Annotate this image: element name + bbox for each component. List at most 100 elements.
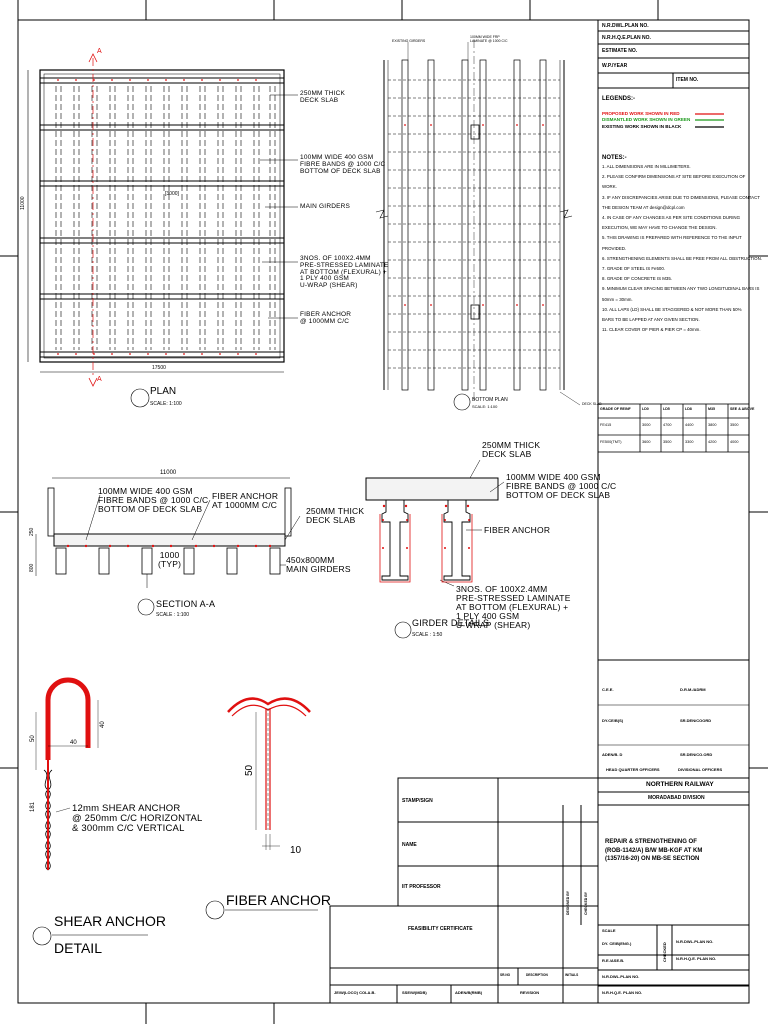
shear-dim-40-horizontal: 40 [70,740,77,746]
org-railway: NORTHERN RAILWAY [646,781,714,788]
legend-dismantled: DISMANTLED WORK SHOWN IN GREEN [602,117,691,122]
grade-table-header: SEE & ABOVE [730,407,755,411]
bottom-plan-scale: SCALE: 1:100 [472,404,498,409]
note-line: 7. GRADE OF STEEL IS Fe500. [602,266,666,271]
sig-row2-right: SR.DEN/COORD [680,718,712,723]
shear-anchor-title: SHEAR ANCHOR [54,913,167,929]
plan-section-mark-bottom: A [97,376,102,383]
section-callout-main-girders: 450x800MM MAIN GIRDERS [286,555,351,574]
note-line: 1. ALL DIMENSIONS ARE IN MILLIMETERS. [602,164,691,169]
revision-label: REVISION [520,990,540,995]
notes-heading: NOTES:- [602,155,627,161]
revision-header-srno: SR.NO [500,973,511,977]
shear-dim-40-vertical: 40 [100,721,106,728]
grade-table-cell: 4400 [685,423,694,427]
fiber-anchor-drawing [227,697,311,850]
grade-table-cell: 4700 [663,423,672,427]
note-line: 11. CLEAR COVER OF PIER & PIER CP = 40mm… [602,327,701,333]
sig-caption-hq: HEAD QUARTER OFFICERS [606,767,660,772]
feasibility-certificate: FEASIBILITY CERTIFICATE [408,926,473,932]
footer-hqe-plan-no: N.R.H.Q.E. PLAN NO. [602,990,643,995]
plan-title: PLAN [150,386,177,397]
plan-section-mark-top: A [97,48,102,55]
section-top-dim: 11000 [160,470,177,476]
note-line: 9. MINIMUM CLEAR SPACING BETWEEN ANY TWO… [602,286,760,292]
note-line: 50mm = 30mm. [602,296,633,302]
note-line: EXECUTION, WE MAY HAVE TO CHANGE THE DES… [602,225,717,231]
bottom-row-re: R.E./ASE.B. [602,958,625,963]
revision-header-initials: INITIALS [565,973,579,977]
grade-table-cell: 4000 [730,440,739,444]
sig-row1-right: D.R.M./ADRM [680,687,706,692]
grade-table-header: LD8 [685,407,692,411]
girder-callout-fiber-anchor: FIBER ANCHOR [484,525,551,535]
stamp-iit-label: IIT PROFESSOR [402,884,441,890]
note-line: BARS TO BE LAPPED AT ANY GIVEN SECTION. [602,317,700,322]
note-line: 2. PLEASE CONFIRM DIMENSIONS AT SITE BEF… [602,174,746,180]
sig-row3-right: SR.DEN/CO.ORD [680,752,713,757]
bottom-plan-frp-label: 100MM WIDE FRP LAMINATE @ 1000 C/C [470,35,508,43]
note-line: 10. ALL LAPS (LD) SHALL BE STAGGERED & N… [602,306,742,312]
grade-table-cell: 3000 [642,423,651,427]
plan-scale: SCALE: 1:100 [150,401,182,407]
plan-center-label: [3000] [165,191,179,197]
note-line: 4. IN CASE OF ANY CHANGES AS PER SITE CO… [602,215,741,220]
section-dim-250: 250 [29,527,35,536]
org-division: MORADABAD DIVISION [648,795,705,801]
bottom-row-dyce: DY. CE/B(ENG.) [602,941,632,946]
plan-callout-main-girders: MAIN GIRDERS [300,203,351,210]
stamp-name-label: NAME [402,842,417,848]
note-line: WORK. [602,184,617,190]
plan-callout-fibre-bands: 100MM WIDE 400 GSM FIBRE BANDS @ 1000 C/… [300,154,386,175]
section-callout-spacing: 1000 (TYP) [158,550,182,569]
footer-cell-sse: SSE/W(MDB) [402,990,427,995]
note-line: 3. IF ANY DISCREPANCIES ARISE DUE TO DIM… [602,194,760,200]
grade-table-cell: FE415 [600,423,612,427]
plan-view [27,53,298,387]
girder-details-scale: SCALE : 1:50 [412,632,443,638]
girder-callout-fibre-bands: 100MM WIDE 400 GSM FIBRE BANDS @ 1000 C/… [506,472,617,500]
plan-width-dim: 17500 [152,365,166,371]
section-title: SECTION A-A [156,599,216,609]
shear-anchor-title-detail: DETAIL [54,940,102,956]
footer-cell-je: JE/W(LOCO) COLA.B. [334,990,376,995]
plan-callout-fiber-anchor: FIBER ANCHOR @ 1000MM C/C [300,311,352,325]
grade-table-cell: 3300 [685,440,694,444]
bottom-plan-title: BOTTOM PLAN [472,397,508,403]
girder-details-title: GIRDER DETAILS [412,618,490,628]
sig-row1-left: C.E.E. [602,687,614,692]
grade-table-header: M35 [708,407,715,411]
section-aa-view [35,477,301,588]
section-dim-800: 800 [29,563,35,572]
note-line: PROVIDED. [602,245,627,251]
org-dwl-plan-no: N.R.DWL.PLAN NO. [676,939,714,944]
note-line: 8. GRADE OF CONCRETE IS M35. [602,276,673,282]
legend-heading: LEGENDS:- [602,96,635,102]
title-estimate-no: ESTIMATE NO. [602,48,638,54]
sig-row3-left: ADEN/B. D [602,752,623,757]
shear-anchor-drawing [35,677,99,871]
bottom-plan-view [375,40,581,406]
title-dwl-plan-no: N.R.DWL.PLAN NO. [602,23,649,29]
note-line: 5. THIS DRAWING IS PREPARED WITH REFEREN… [602,235,742,241]
girder-callout-deck-slab: 250MM THICK DECK SLAB [482,440,541,459]
checked-label: CHECKED [662,942,667,962]
shear-dim-181: 181 [30,801,36,812]
section-callout-deck-slab: 250MM THICK DECK SLAB [306,506,365,525]
fiber-anchor-dim-10: 10 [290,845,302,856]
grade-table-header: LD5 [663,407,670,411]
grade-table-cell: FE500(TMT) [600,440,622,444]
scale-label: SCALE [602,928,616,933]
fiber-anchor-dim-50: 50 [244,764,255,776]
section-scale: SCALE : 1:100 [156,612,190,618]
footer-cell-aden: ADEN/B(RMB) [455,990,483,995]
grade-table-header: GRADE OF REINF [600,407,631,411]
shear-dim-50: 50 [30,735,36,742]
title-wp-year: W.P./YEAR [602,63,628,69]
sig-row2-left: DY.CE/B(S) [602,718,624,723]
title-hqe-plan-no: N.R.H.Q.E.PLAN NO. [602,35,651,41]
bottom-plan-deck-label: DECK SLAB [582,402,602,406]
grade-table-cell: 3500 [730,423,739,427]
designed-by-label: DESIGNED BY [566,890,570,915]
